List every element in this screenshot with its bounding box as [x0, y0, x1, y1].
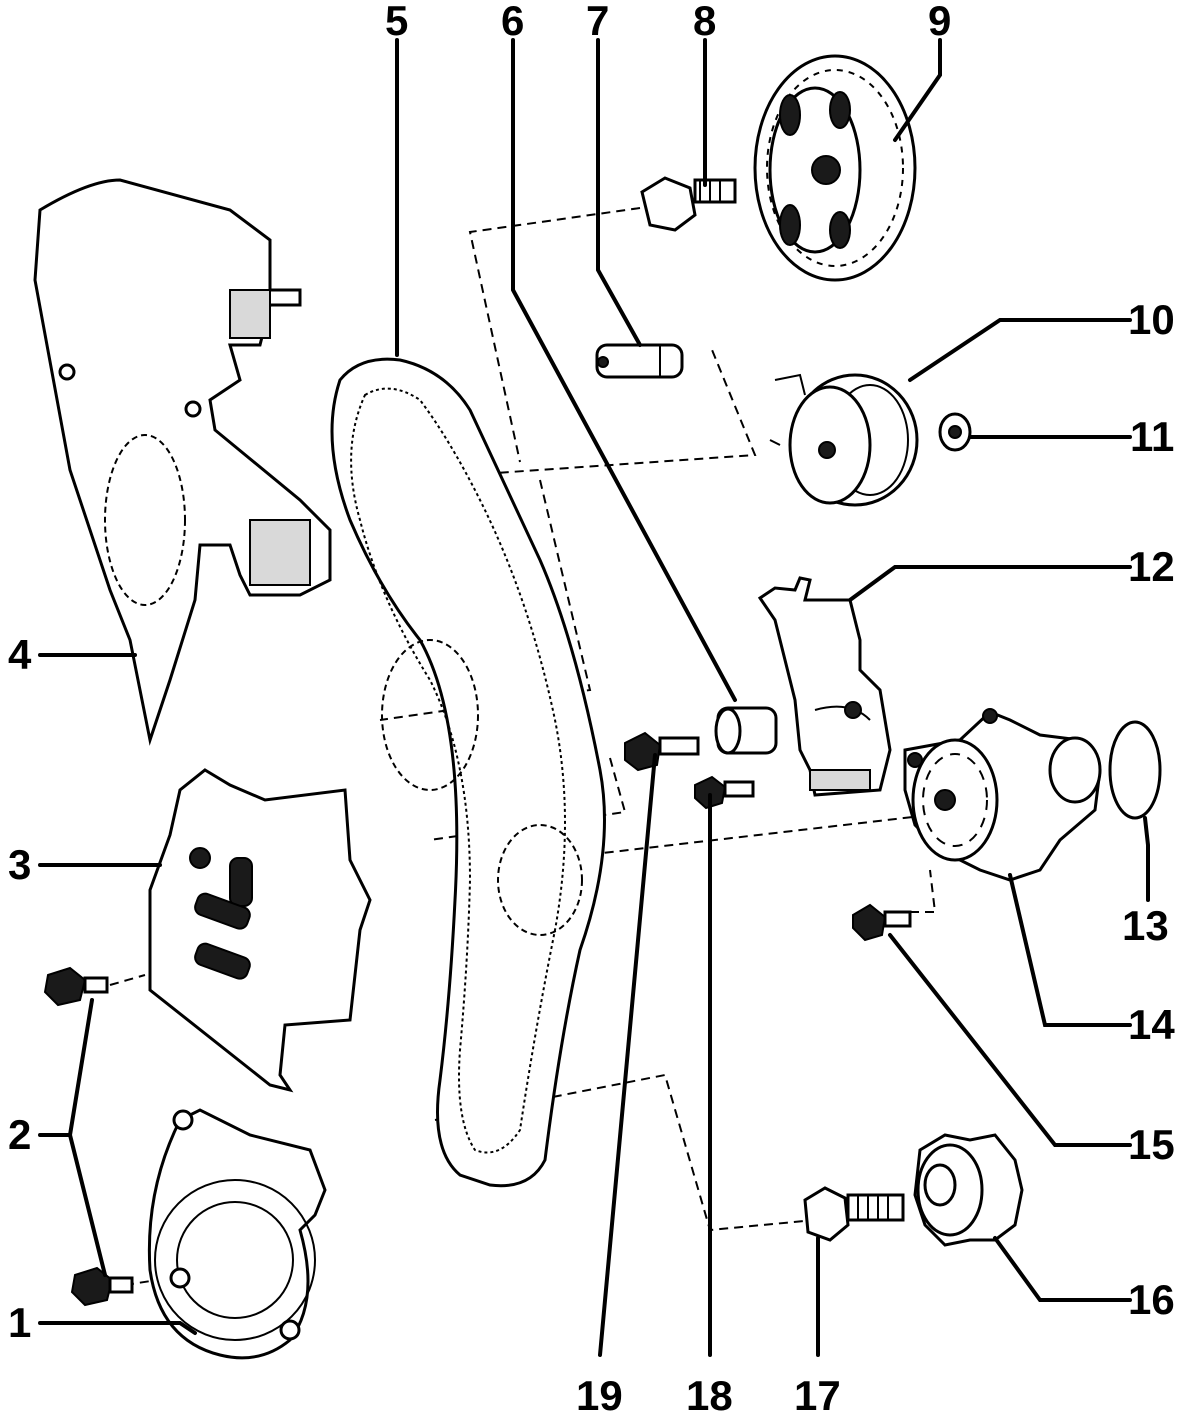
tensioner-bracket [757, 576, 892, 797]
timing-belt [330, 357, 606, 1188]
sprocket-bolt [640, 176, 737, 232]
pulley-nut [938, 412, 972, 452]
crankshaft-sprocket [913, 1133, 1024, 1247]
camshaft-sprocket [753, 54, 917, 282]
callout-numbers: 1 2 3 4 5 6 7 8 9 10 11 12 13 14 15 16 1… [8, 0, 1175, 1419]
callout-2: 2 [8, 1111, 31, 1158]
callout-3: 3 [8, 841, 31, 888]
cover-bolts [43, 966, 134, 1307]
callout-10: 10 [1128, 296, 1175, 343]
callout-16: 16 [1128, 1276, 1175, 1323]
upper-timing-cover [33, 178, 332, 746]
leader-lines [38, 38, 1150, 1357]
callout-11: 11 [1130, 413, 1174, 460]
callout-13: 13 [1122, 902, 1169, 949]
pump-bolt [852, 903, 912, 942]
callout-14: 14 [1128, 1001, 1175, 1048]
crankshaft-bolt [803, 1186, 905, 1242]
spacer-sleeve [714, 706, 778, 755]
callout-7: 7 [586, 0, 609, 44]
water-pump [903, 708, 1102, 882]
callout-8: 8 [693, 0, 716, 44]
callout-1: 1 [8, 1299, 31, 1346]
lower-timing-cover [147, 1108, 327, 1360]
callout-9: 9 [928, 0, 951, 44]
tensioner-stud [595, 343, 684, 379]
callout-5: 5 [385, 0, 408, 44]
tensioner-pulley [769, 373, 919, 507]
middle-timing-cover [148, 768, 372, 1093]
callout-17: 17 [794, 1372, 841, 1419]
callout-19: 19 [576, 1372, 623, 1419]
callout-15: 15 [1128, 1121, 1175, 1168]
callout-18: 18 [686, 1372, 733, 1419]
callout-6: 6 [501, 0, 524, 44]
small-bolts [624, 731, 755, 810]
callout-12: 12 [1128, 543, 1175, 590]
callout-4: 4 [8, 631, 32, 678]
o-ring [1108, 720, 1162, 820]
